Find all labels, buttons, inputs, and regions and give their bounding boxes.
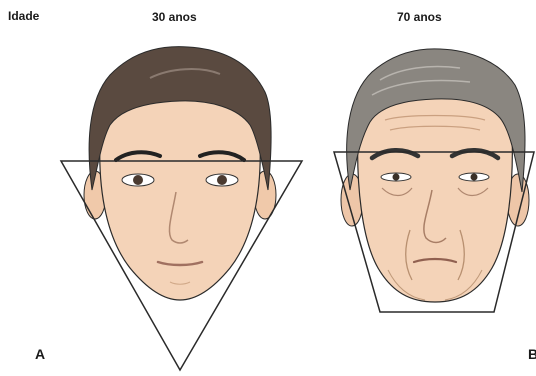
young-left-iris	[133, 175, 143, 185]
old-face	[341, 49, 529, 302]
young-face-skin	[100, 95, 261, 300]
old-face-skin	[358, 85, 513, 302]
young-face	[84, 47, 276, 300]
old-left-iris	[393, 174, 400, 181]
old-right-iris	[471, 174, 478, 181]
young-right-iris	[217, 175, 227, 185]
